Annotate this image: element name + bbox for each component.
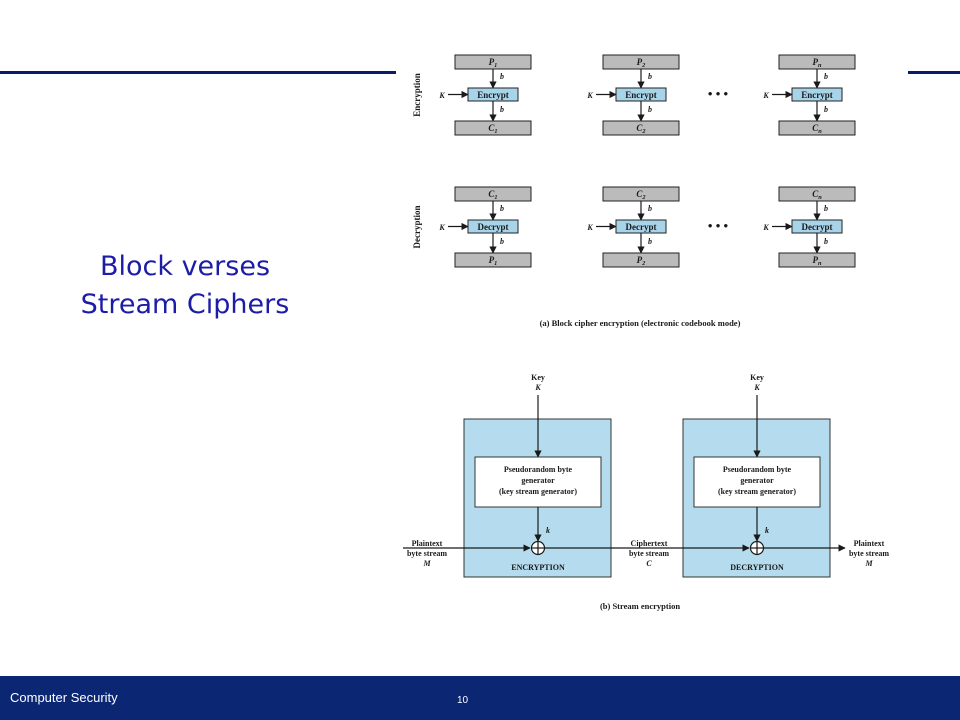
encryption-row-cipher-label: Encrypt <box>625 90 657 100</box>
decryption-row-output-block <box>454 252 532 268</box>
footer-bar: Computer Security 10 <box>0 676 960 720</box>
encryption-row-input-symbol: P1 <box>489 57 498 69</box>
decryption-row-output-block <box>778 252 856 268</box>
plaintext-input-label: M <box>422 559 431 568</box>
decryption-row-input-symbol: C2 <box>636 189 645 201</box>
decryption-row-input-symbol: Cn <box>812 189 822 201</box>
encryption-row-width-label: b <box>500 105 504 114</box>
encryption-key-symbol: K <box>534 383 541 392</box>
encryption-row-key-label: K <box>438 91 445 100</box>
decryption-keystream-label: k <box>765 526 769 535</box>
decryption-generator-label: generator <box>740 476 774 485</box>
plaintext-input-label: Plaintext <box>412 539 443 548</box>
encryption-row-width-label: b <box>648 72 652 81</box>
decryption-row-output-block <box>602 252 680 268</box>
decryption-row-width-label: b <box>500 237 504 246</box>
encryption-row-ellipsis: • • • <box>708 86 729 101</box>
decryption-row-key-label: K <box>438 223 445 232</box>
decryption-row-output-symbol: P1 <box>489 255 498 267</box>
decryption-row-width-label: b <box>500 204 504 213</box>
footer-label: Computer Security <box>10 690 118 705</box>
encryption-row-width-label: b <box>648 105 652 114</box>
header-rule-right <box>908 71 960 74</box>
encryption-row-output-block <box>602 120 680 136</box>
decryption-row-output-symbol: Pn <box>812 255 822 267</box>
decryption-panel-label: DECRYPTION <box>730 563 784 572</box>
encryption-row-output-symbol: Cn <box>812 123 822 135</box>
ciphertext-label: byte stream <box>629 549 669 558</box>
ciphertext-label: Ciphertext <box>631 539 668 548</box>
encryption-row-input-symbol: P2 <box>637 57 646 69</box>
decryption-row-output-symbol: P2 <box>637 255 646 267</box>
encryption-row-width-label: b <box>824 72 828 81</box>
stream-cipher-caption: (b) Stream encryption <box>600 601 680 611</box>
encryption-row-key-label: K <box>762 91 769 100</box>
plaintext-output-label: Plaintext <box>854 539 885 548</box>
decryption-row-cipher-label: Decrypt <box>626 222 657 232</box>
encryption-generator-box <box>474 456 602 508</box>
encryption-key-label: Key <box>531 373 545 382</box>
encryption-keystream-label: k <box>546 526 550 535</box>
cipher-diagram: EncryptionP1bEncryptKbC1P2bEncryptKbC2Pn… <box>403 54 889 611</box>
decryption-row-input-symbol: C1 <box>488 189 497 201</box>
plaintext-output-label: M <box>864 559 873 568</box>
encryption-row-input-symbol: Pn <box>812 57 822 69</box>
encryption-row-key-label: K <box>586 91 593 100</box>
decryption-row-width-label: b <box>824 237 828 246</box>
encryption-row-output-symbol: C2 <box>636 123 645 135</box>
decryption-row-key-label: K <box>762 223 769 232</box>
encryption-generator-label: (key stream generator) <box>499 487 577 496</box>
decryption-row-key-label: K <box>586 223 593 232</box>
ciphertext-label: C <box>646 559 652 568</box>
decryption-row-cipher-label: Decrypt <box>478 222 509 232</box>
decryption-generator-label: Pseudorandom byte <box>723 465 792 474</box>
page-number: 10 <box>457 695 469 706</box>
decryption-generator-box <box>693 456 821 508</box>
encryption-row-output-symbol: C1 <box>488 123 497 135</box>
encryption-row-cipher-label: Encrypt <box>801 90 833 100</box>
decryption-row-width-label: b <box>648 204 652 213</box>
decryption-row-cipher-label: Decrypt <box>802 222 833 232</box>
encryption-generator-label: generator <box>521 476 555 485</box>
header-rule-left <box>0 71 396 74</box>
decryption-key-label: Key <box>750 373 764 382</box>
block-cipher-caption: (a) Block cipher encryption (electronic … <box>540 318 741 328</box>
encryption-panel-label: ENCRYPTION <box>511 563 565 572</box>
slide-title: Block verses Stream Ciphers <box>80 251 290 320</box>
plaintext-input-label: byte stream <box>407 549 447 558</box>
encryption-row-width-label: b <box>824 105 828 114</box>
encryption-row-output-block <box>454 120 532 136</box>
decryption-row-label: Decryption <box>412 206 422 249</box>
encryption-row-output-block <box>778 120 856 136</box>
decryption-row-ellipsis: • • • <box>708 218 729 233</box>
encryption-generator-label: Pseudorandom byte <box>504 465 573 474</box>
decryption-generator-label: (key stream generator) <box>718 487 796 496</box>
decryption-row-width-label: b <box>824 204 828 213</box>
decryption-row-width-label: b <box>648 237 652 246</box>
encryption-row-label: Encryption <box>412 73 422 117</box>
encryption-row-cipher-label: Encrypt <box>477 90 509 100</box>
encryption-row-width-label: b <box>500 72 504 81</box>
decryption-key-symbol: K <box>753 383 760 392</box>
plaintext-output-label: byte stream <box>849 549 889 558</box>
